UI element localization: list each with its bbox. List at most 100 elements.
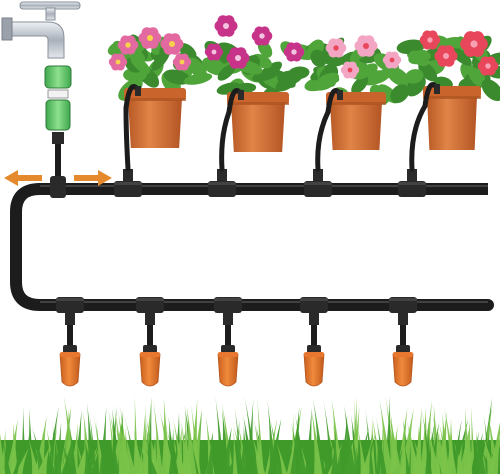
grass-blade [344,405,356,474]
grass-blade [61,440,73,474]
grass-blade [323,398,335,474]
flower [325,38,347,58]
tee-connector [114,169,142,197]
grass-blade [256,395,264,474]
leaf [448,45,472,66]
flower [283,42,305,62]
hose-connector-icon [44,65,72,198]
grass-blade [15,447,30,474]
grass-blade [186,405,197,474]
leaf [310,49,327,68]
drip-tubing [10,183,494,311]
grass-blade [375,416,387,474]
grass-blade [221,401,234,474]
grass-blade [70,422,78,474]
flower-pot-icon [304,35,410,172]
grass-blade [360,443,372,474]
grass-blade [255,425,269,474]
grass-blade [13,436,25,474]
grass-blade [206,431,214,474]
grass-blade [331,429,339,474]
grass-blade [31,425,47,474]
feeder-tube [219,88,244,172]
tee-connector [214,297,242,325]
flower [340,61,360,79]
flower [477,56,499,76]
grass-blade [101,435,108,474]
leaf [405,69,424,84]
grass-blade [351,424,359,474]
drip-emitter-icon [59,325,81,387]
pot-body [427,96,477,150]
leaf [163,69,191,85]
flower-pot-icon [107,27,213,172]
tee-connector [136,297,164,325]
grass-blade [34,415,47,474]
grass-blade [443,404,457,474]
grass-blade [267,418,282,474]
tee-connector [56,297,84,325]
grass-blade [24,434,32,474]
grass-blade [3,441,11,474]
grass-blade [253,417,265,474]
grass-blade [420,404,432,474]
leaf [217,64,236,81]
leaf [418,62,438,82]
grass-blade [340,414,348,474]
flower [138,27,162,49]
feeder-tube [409,82,440,172]
grass-blade [379,398,393,474]
grass-blade [161,397,172,474]
flower [419,30,441,50]
grass-blade [89,413,98,474]
grass-blade [311,408,323,474]
leaf [202,57,226,76]
grass-blade [365,408,374,474]
grass-blade [141,414,149,474]
grass-blade [239,426,250,474]
grass-blade [458,424,471,474]
flower [117,35,139,55]
grass-blade [153,398,163,474]
grass-blade [210,448,225,474]
flower [108,53,128,71]
grass-blade [36,445,50,474]
grass-blade [409,439,422,474]
grass-blade [133,396,139,474]
grass-blade [294,412,307,474]
grass-blade [274,438,288,474]
grass-blade [84,438,94,474]
grass-blade [403,442,411,474]
grass-blade [46,406,59,474]
double-arrow-icon [4,170,112,186]
leaf [409,50,429,67]
grass-blade [188,399,198,474]
grass-icon [0,394,500,474]
leaf [390,84,410,104]
flower [214,15,238,37]
grass-blade [54,422,62,474]
grass-blade [113,404,126,474]
tee-connectors-bottom [56,297,417,325]
grass-blade [0,433,6,474]
grass-blade [144,445,158,474]
grass-blade [476,443,486,474]
drip-emitter-icon [303,325,325,387]
grass-blade [463,420,473,474]
grass-blade [234,404,244,474]
drip-emitters [59,325,414,387]
tee-connector [300,297,328,325]
tee-connector [208,169,236,197]
flower [204,43,224,61]
grass-blade [304,407,313,474]
drip-emitter-icon [217,325,239,387]
grass-blade [125,434,136,474]
leaf [373,67,394,84]
leaf [130,55,151,74]
tee-connector [398,169,426,197]
tee-connector [304,169,332,197]
grass-blade [411,433,426,474]
tee-connectors-top [114,169,426,197]
tee-connector [389,297,417,325]
